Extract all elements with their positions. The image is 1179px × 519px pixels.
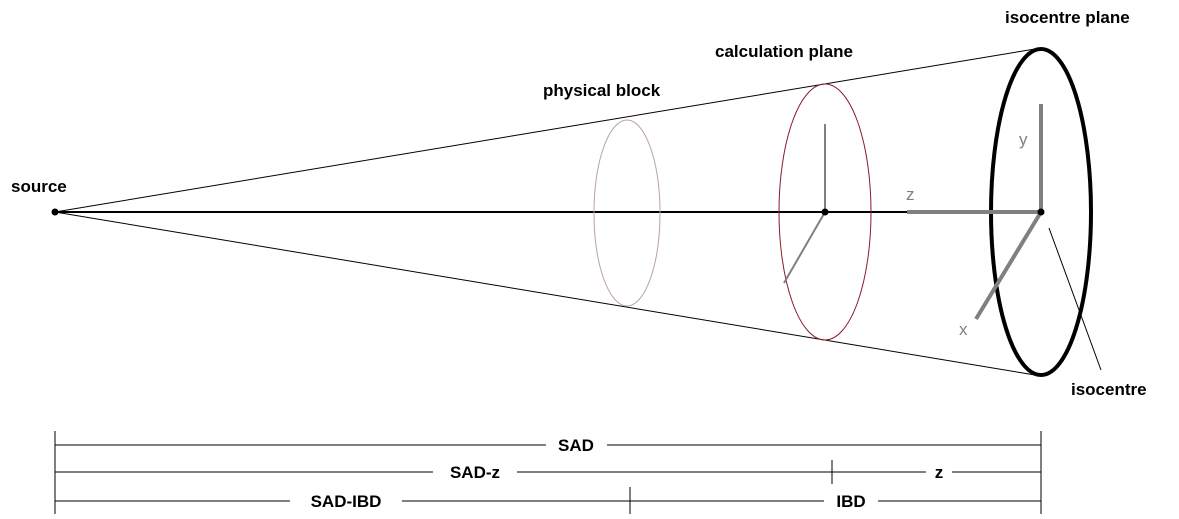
isocentre-pointer (1048, 227, 1102, 371)
label-physical-block: physical block (543, 81, 661, 100)
axis-label-x: x (959, 320, 968, 339)
isocentre-x-axis (974, 210, 1043, 321)
axis-label-y: y (1019, 130, 1028, 149)
dim-label-ibd: IBD (836, 492, 865, 511)
cone-upper-edge (54, 47, 1042, 213)
cone-lower-edge (54, 211, 1042, 377)
label-source: source (11, 177, 67, 196)
source-dot (51, 208, 59, 216)
dimension-lines (54, 431, 1042, 514)
label-calculation-plane: calculation plane (715, 42, 853, 61)
physical-block-ellipse (593, 119, 661, 307)
calculation-plane-ellipse (778, 83, 872, 341)
calc-plane-x-axis (783, 211, 826, 284)
label-isocentre: isocentre (1071, 380, 1147, 399)
label-isocentre-plane: isocentre plane (1005, 8, 1130, 27)
calc-plane-centre-dot (821, 208, 829, 216)
dim-label-z: z (935, 463, 944, 482)
dim-label-sad: SAD (558, 436, 594, 455)
axis-label-z: z (906, 185, 915, 204)
dim-label-sad-ibd: SAD-IBD (311, 492, 382, 511)
isocentre-dot (1037, 208, 1045, 216)
dim-label-sad-z: SAD-z (450, 463, 500, 482)
